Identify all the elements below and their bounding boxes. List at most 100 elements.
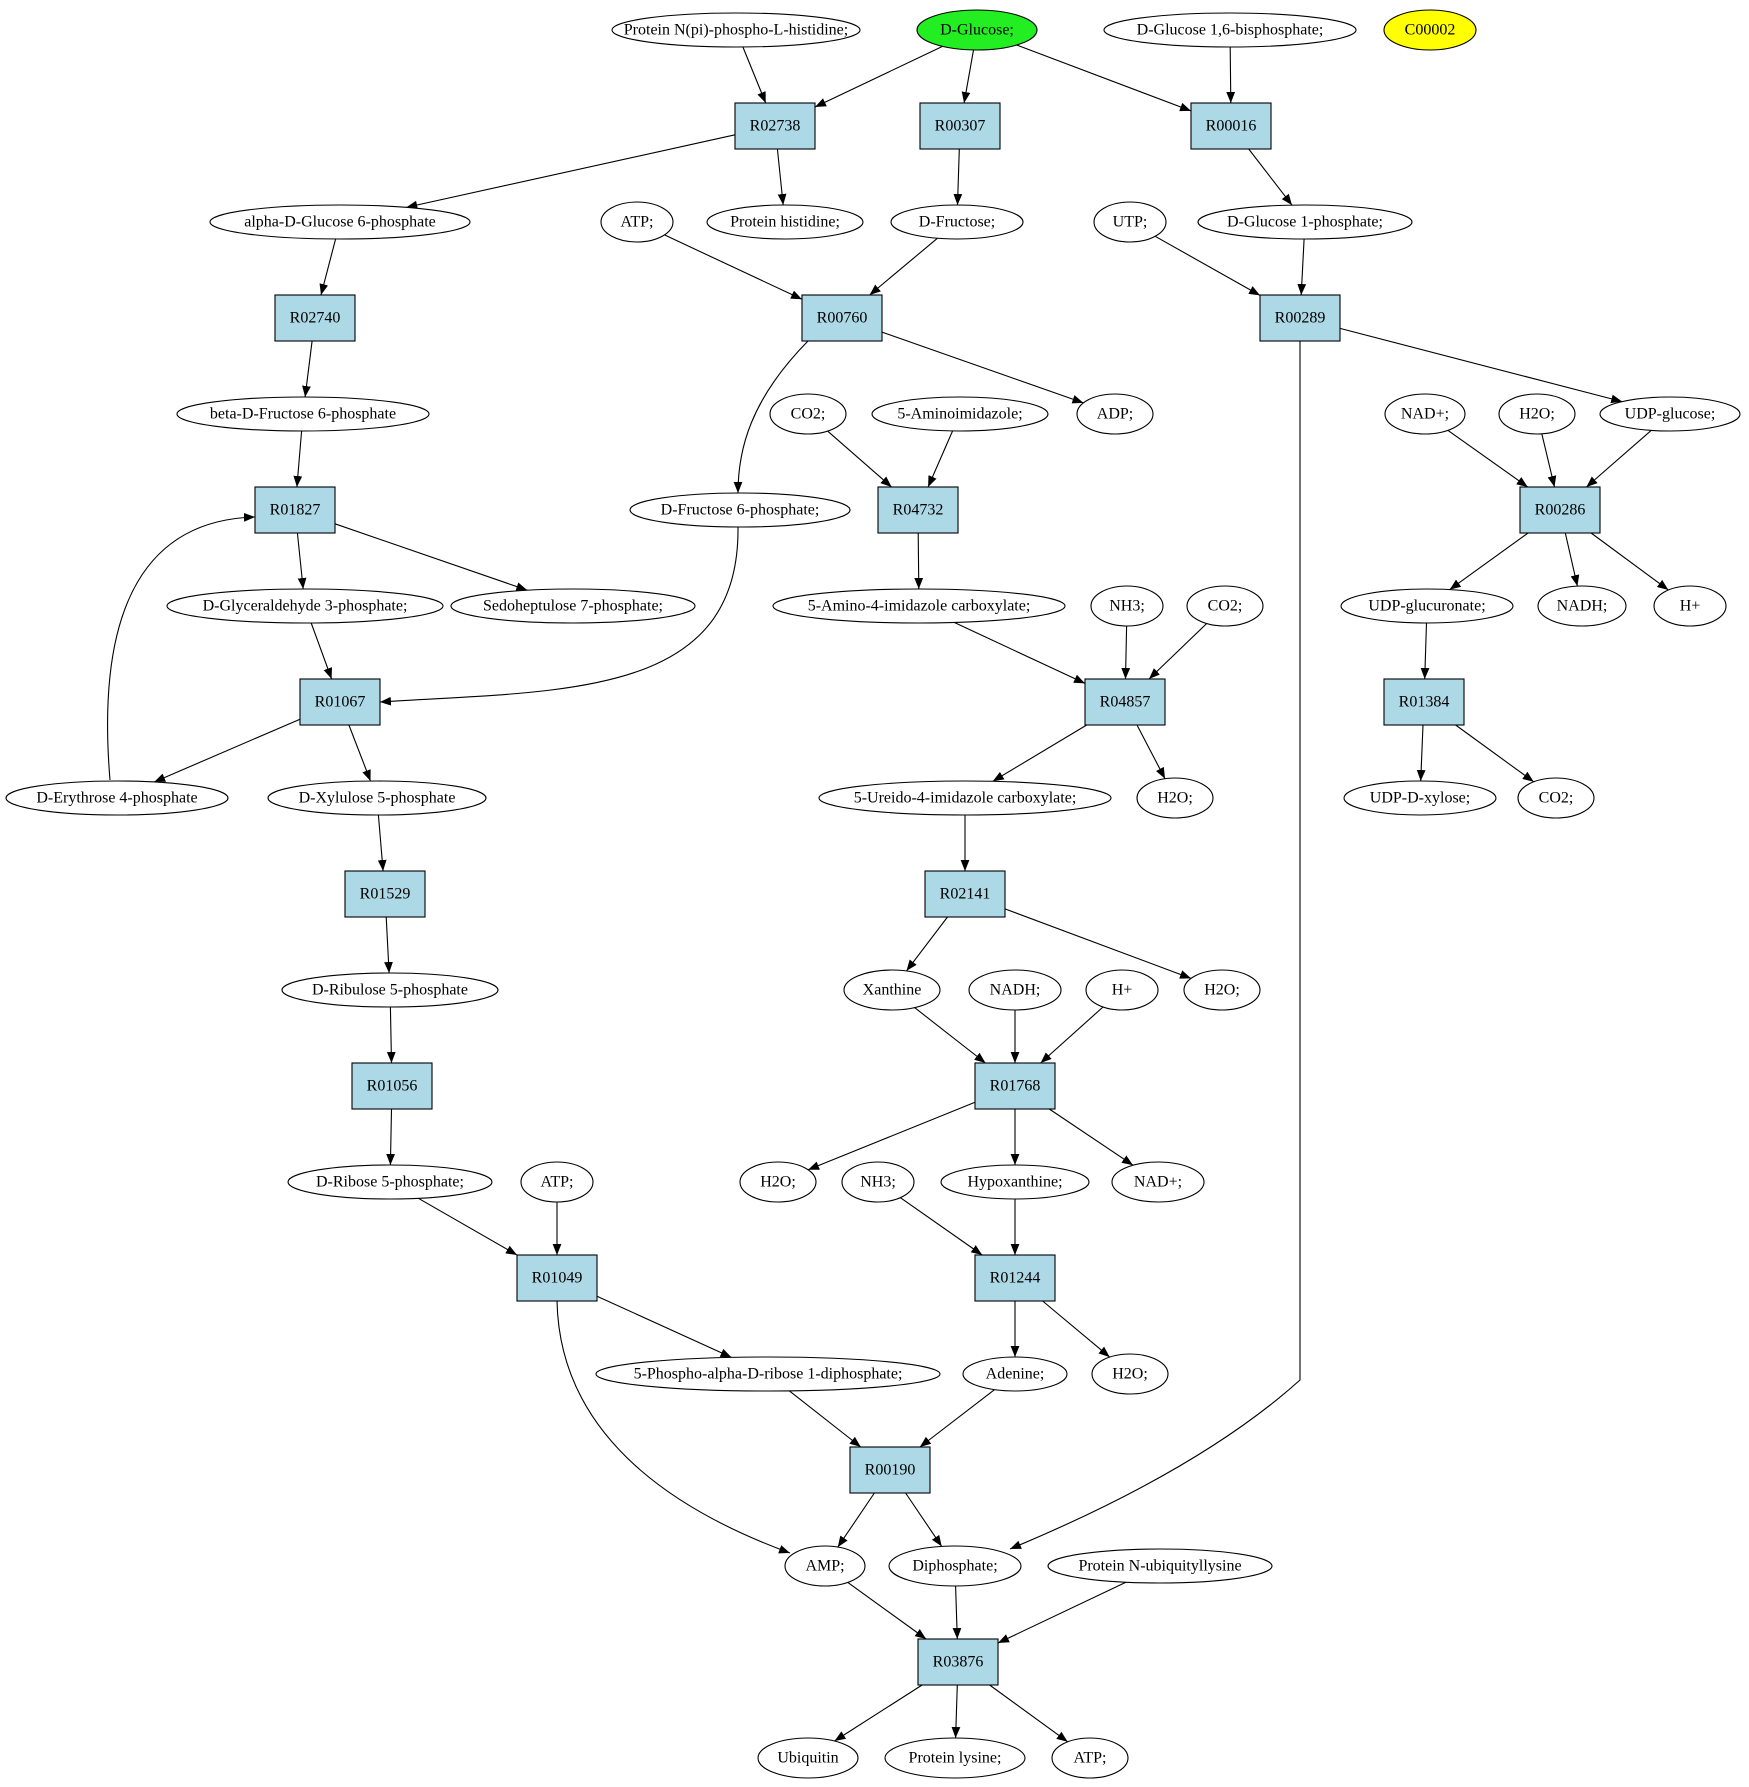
edge-udp-glucose-to-r00286	[1586, 429, 1652, 488]
reaction-node-r00286[interactable]: R00286	[1519, 486, 1601, 534]
reaction-node-r00760[interactable]: R00760	[801, 294, 883, 342]
compound-node-nadh[interactable]: NADH;	[968, 969, 1062, 1011]
reaction-node-r01384[interactable]: R01384	[1383, 678, 1465, 726]
compound-node-nadh[interactable]: NADH;	[1537, 585, 1627, 627]
compound-node-atp[interactable]: ATP;	[520, 1161, 594, 1203]
compound-node-co2[interactable]: CO2;	[769, 393, 847, 435]
compound-label: Adenine;	[986, 1366, 1045, 1383]
reaction-node-r00016[interactable]: R00016	[1190, 102, 1272, 150]
edge-r00289-to-udp-glucose	[1339, 327, 1623, 404]
compound-node-co2[interactable]: CO2;	[1186, 585, 1264, 627]
compound-ellipse	[1091, 1353, 1169, 1395]
compound-node-udp-glucuronate[interactable]: UDP-glucuronate;	[1340, 588, 1514, 624]
compound-node-d-glucose-1-6-bisphosphate[interactable]: D-Glucose 1,6-bisphosphate;	[1103, 12, 1357, 48]
compound-node-xanthine[interactable]: Xanthine	[843, 969, 941, 1011]
compound-node-d-xylulose-5-phosphate[interactable]: D-Xylulose 5-phosphate	[267, 780, 487, 816]
compound-node-nad[interactable]: NAD+;	[1384, 393, 1466, 435]
reaction-node-r02738[interactable]: R02738	[734, 102, 816, 150]
compound-node-protein-n-ubiquityllysine[interactable]: Protein N-ubiquityllysine	[1047, 1548, 1273, 1584]
compound-node-d-ribulose-5-phosphate[interactable]: D-Ribulose 5-phosphate	[281, 972, 499, 1008]
compound-node-5-phospho-alpha-d-ribose-1-diphosphate[interactable]: 5-Phospho-alpha-D-ribose 1-diphosphate;	[595, 1356, 941, 1392]
edge-r00760-to-adp	[881, 331, 1084, 404]
compound-node-amp[interactable]: AMP;	[784, 1545, 866, 1587]
compound-node-h2o[interactable]: H2O;	[739, 1161, 817, 1203]
compound-node-h2o[interactable]: H2O;	[1498, 393, 1576, 435]
compound-label: D-Fructose 6-phosphate;	[661, 502, 820, 519]
compound-node-nad[interactable]: NAD+;	[1111, 1161, 1205, 1203]
compound-node-protein-histidine[interactable]: Protein histidine;	[706, 204, 864, 240]
compound-node-h2o[interactable]: H2O;	[1136, 777, 1214, 819]
compound-node-atp[interactable]: ATP;	[600, 201, 674, 243]
compound-ellipse	[757, 1737, 859, 1779]
reaction-node-r02740[interactable]: R02740	[274, 294, 356, 342]
compound-label: 5-Ureido-4-imidazole carboxylate;	[854, 790, 1077, 807]
compound-node-h[interactable]: H+	[1085, 969, 1159, 1011]
reaction-node-r01049[interactable]: R01049	[516, 1254, 598, 1302]
edge-d-fructose-6-phosphate-to-r01067	[379, 526, 739, 706]
reaction-node-r03876[interactable]: R03876	[917, 1638, 999, 1686]
reaction-node-r00307[interactable]: R00307	[919, 102, 1001, 150]
compound-node-d-glyceraldehyde-3-phosphate[interactable]: D-Glyceraldehyde 3-phosphate;	[166, 588, 444, 624]
compound-node-ubiquitin[interactable]: Ubiquitin	[757, 1737, 859, 1779]
compound-node-diphosphate[interactable]: Diphosphate;	[888, 1545, 1022, 1587]
compound-node-d-fructose-6-phosphate[interactable]: D-Fructose 6-phosphate;	[629, 492, 851, 528]
reaction-node-r01827[interactable]: R01827	[254, 486, 336, 534]
compound-node-c00002[interactable]: C00002	[1383, 9, 1477, 51]
compound-node-d-fructose[interactable]: D-Fructose;	[890, 204, 1024, 240]
edge-r03876-to-ubiquitin	[834, 1684, 923, 1742]
compound-node-udp-glucose[interactable]: UDP-glucose;	[1599, 396, 1741, 432]
compound-node-h[interactable]: H+	[1653, 585, 1727, 627]
compound-node-nh3[interactable]: NH3;	[1090, 585, 1164, 627]
reaction-node-r01244[interactable]: R01244	[974, 1254, 1056, 1302]
reaction-node-r01529[interactable]: R01529	[344, 870, 426, 918]
reaction-label: R02738	[750, 118, 801, 135]
edge-alpha-d-glucose-6-phosphate-to-r02740	[319, 238, 337, 296]
compound-node-h2o[interactable]: H2O;	[1091, 1353, 1169, 1395]
compound-node-5-ureido-4-imidazole-carboxylate[interactable]: 5-Ureido-4-imidazole carboxylate;	[818, 780, 1112, 816]
reaction-node-r04857[interactable]: R04857	[1084, 678, 1166, 726]
reaction-box	[734, 102, 816, 150]
reaction-node-r04732[interactable]: R04732	[877, 486, 959, 534]
compound-label: 5-Aminoimidazole;	[897, 406, 1022, 423]
reaction-node-r00190[interactable]: R00190	[849, 1446, 931, 1494]
reaction-node-r02141[interactable]: R02141	[924, 870, 1006, 918]
edge-r00190-to-amp	[837, 1492, 875, 1548]
compound-node-d-erythrose-4-phosphate[interactable]: D-Erythrose 4-phosphate	[5, 780, 229, 816]
compound-label: ATP;	[541, 1174, 574, 1191]
compound-node-atp[interactable]: ATP;	[1051, 1737, 1129, 1779]
compound-ellipse	[1517, 777, 1595, 819]
compound-node-nh3[interactable]: NH3;	[841, 1161, 915, 1203]
compound-node-adp[interactable]: ADP;	[1076, 393, 1154, 435]
compound-node-beta-d-fructose-6-phosphate[interactable]: beta-D-Fructose 6-phosphate	[176, 396, 430, 432]
compound-node-h2o[interactable]: H2O;	[1183, 969, 1261, 1011]
compound-label: Ubiquitin	[777, 1750, 838, 1767]
compound-node-utp[interactable]: UTP;	[1093, 201, 1167, 243]
reaction-box	[801, 294, 883, 342]
reaction-node-r00289[interactable]: R00289	[1259, 294, 1341, 342]
reaction-node-r01768[interactable]: R01768	[974, 1062, 1056, 1110]
compound-node-co2[interactable]: CO2;	[1517, 777, 1595, 819]
compound-node-protein-lysine[interactable]: Protein lysine;	[884, 1737, 1026, 1779]
edge-r01244-to-h2o	[1042, 1300, 1111, 1358]
compound-node-d-ribose-5-phosphate[interactable]: D-Ribose 5-phosphate;	[287, 1164, 493, 1200]
compound-node-d-glucose-1-phosphate[interactable]: D-Glucose 1-phosphate;	[1197, 204, 1413, 240]
compound-node-sedoheptulose-7-phosphate[interactable]: Sedoheptulose 7-phosphate;	[450, 588, 696, 624]
reaction-label: R01067	[315, 694, 366, 711]
compound-node-alpha-d-glucose-6-phosphate[interactable]: alpha-D-Glucose 6-phosphate	[209, 204, 471, 240]
compound-node-d-glucose[interactable]: D-Glucose;	[916, 9, 1038, 51]
compound-node-protein-n-pi-phospho-l-histidine[interactable]: Protein N(pi)-phospho-L-histidine;	[611, 12, 861, 48]
reaction-node-r01056[interactable]: R01056	[351, 1062, 433, 1110]
compound-node-5-amino-4-imidazole-carboxylate[interactable]: 5-Amino-4-imidazole carboxylate;	[772, 588, 1066, 624]
compound-ellipse	[5, 780, 229, 816]
compound-node-udp-d-xylose[interactable]: UDP-D-xylose;	[1343, 780, 1497, 816]
compound-ellipse	[1093, 201, 1167, 243]
edge-udp-glucuronate-to-r01384	[1420, 622, 1430, 680]
reaction-node-r01067[interactable]: R01067	[299, 678, 381, 726]
compound-node-hypoxanthine[interactable]: Hypoxanthine;	[940, 1164, 1090, 1200]
reaction-label: R01384	[1399, 694, 1450, 711]
compound-node-5-aminoimidazole[interactable]: 5-Aminoimidazole;	[871, 396, 1049, 432]
compound-node-adenine[interactable]: Adenine;	[962, 1356, 1068, 1392]
compound-label: CO2;	[1539, 790, 1574, 807]
compound-ellipse	[769, 393, 847, 435]
